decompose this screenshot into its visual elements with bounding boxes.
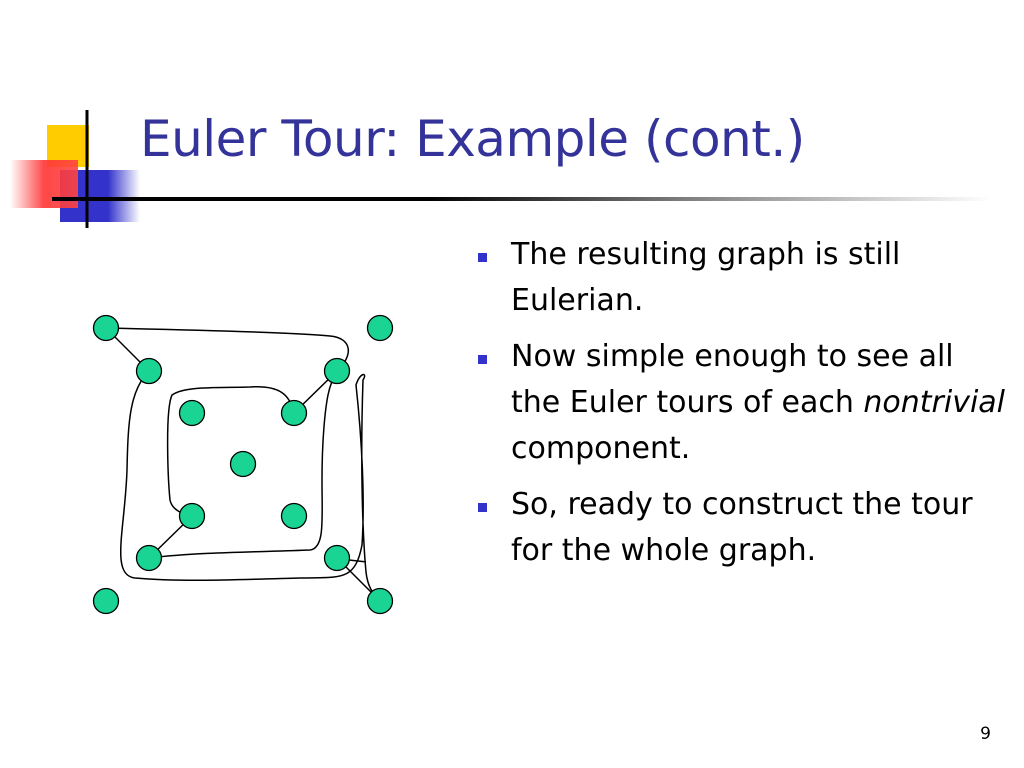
bullet-list: The resulting graph is still Eulerian. N… <box>470 232 1010 584</box>
graph-node-a <box>92 314 120 342</box>
graph-node-h <box>178 502 206 530</box>
graph-node-c <box>135 357 163 385</box>
bullet-text-after: component. <box>511 431 691 466</box>
slide-number: 9 <box>980 724 991 744</box>
graph-node-k <box>323 544 351 572</box>
graph-node-d <box>323 357 351 385</box>
bullet-item: The resulting graph is still Eulerian. <box>470 232 1010 324</box>
title-underline <box>52 197 992 201</box>
graph-node-n <box>366 587 394 615</box>
slide-title: Euler Tour: Example (cont.) <box>140 110 805 168</box>
bullet-square-icon <box>478 503 487 512</box>
graph-diagram <box>92 314 394 615</box>
graph-node-f <box>280 399 308 427</box>
slide-logo <box>10 110 140 228</box>
bullet-square-icon <box>478 355 487 364</box>
graph-node-i <box>280 502 308 530</box>
bullet-item: Now simple enough to see all the Euler t… <box>470 334 1010 472</box>
bullet-item: So, ready to construct the tour for the … <box>470 482 1010 574</box>
graph-node-l <box>92 587 120 615</box>
bullet-square-icon <box>478 253 487 262</box>
graph-node-g <box>229 450 257 478</box>
graph-node-j <box>135 544 163 572</box>
graph-edge-j-k-inner-curve <box>148 370 367 563</box>
bullet-text: The resulting graph is still Eulerian. <box>511 237 901 318</box>
graph-edge-f-h-inner-curve <box>166 386 295 517</box>
graph-edge-a-d-curve <box>105 327 349 372</box>
graph-node-e <box>178 399 206 427</box>
graph-node-b <box>366 314 394 342</box>
bullet-emphasis: nontrivial <box>863 385 1006 420</box>
graph-edge-c-n-outer-curve <box>119 370 381 602</box>
bullet-text: Now simple enough to see all the Euler t… <box>511 339 954 420</box>
bullet-text: So, ready to construct the tour for the … <box>511 487 973 568</box>
